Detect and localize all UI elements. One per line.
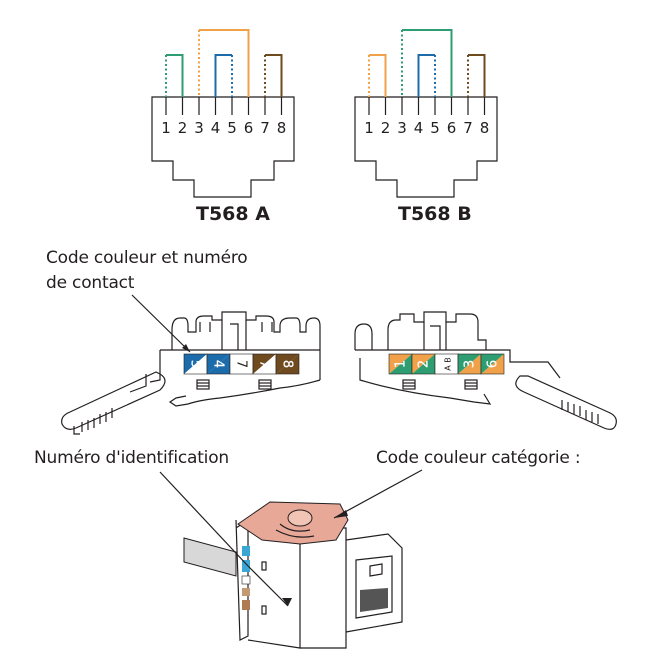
pin-number: 6 (244, 119, 254, 137)
contact-number: 5 (188, 360, 203, 368)
t568b-title: T568 B (398, 203, 472, 225)
contact-code-tile: 7 (229, 353, 254, 375)
contact-code-tile: 3 (457, 353, 482, 375)
pin-number: 2 (381, 119, 391, 137)
jack-outline (354, 96, 498, 198)
t568a-title: T568 A (196, 203, 270, 225)
pin-number: 2 (178, 119, 188, 137)
wire-pair-solid (166, 54, 184, 97)
contact-code-tile: 2 (411, 353, 436, 375)
identification-number-label: Numéro d'identification (34, 448, 229, 468)
contact-code-tile: A B (434, 353, 459, 375)
contact-code-label-line2: de contact (46, 273, 135, 293)
pin-number: 5 (227, 119, 237, 137)
pin-number: 8 (480, 119, 490, 137)
contact-number: 4 (211, 360, 226, 368)
pin-number: 5 (430, 119, 440, 137)
pin-number: 3 (397, 119, 407, 137)
wire-pair-solid (199, 29, 250, 97)
pin-number: 1 (364, 119, 374, 137)
contact-code-tile: 5 (183, 353, 208, 375)
pin-number: 6 (447, 119, 457, 137)
wire-pair-solid (369, 54, 387, 97)
pin-number: 7 (463, 119, 473, 137)
contact-number: A B (444, 357, 453, 371)
pin-number: 8 (277, 119, 287, 137)
contact-code-tile: 1 (388, 353, 413, 375)
wire-pair-solid (417, 54, 435, 97)
contact-number: 3 (463, 360, 478, 368)
pin-number: 7 (260, 119, 270, 137)
contact-number: 8 (280, 360, 295, 368)
contact-code-label-line1: Code couleur et numéro (46, 248, 248, 268)
pin-number: 4 (414, 119, 424, 137)
wire-pair-solid (265, 54, 283, 97)
jack-outline (151, 96, 295, 198)
pin-number: 1 (161, 119, 171, 137)
keystone-jack (159, 469, 423, 649)
contact-number: 7 (234, 360, 249, 368)
wire-pair-solid (214, 54, 232, 97)
contact-code-tile: 6 (480, 353, 505, 375)
contact-code-tile: 8 (275, 353, 300, 375)
contact-number: 2 (417, 360, 432, 368)
contact-number: 7 (257, 360, 272, 368)
pin-number: 4 (211, 119, 221, 137)
contact-code-tile: 4 (206, 353, 231, 375)
wire-pair-solid (468, 54, 486, 97)
category-color-code-label: Code couleur catégorie : (376, 448, 581, 468)
contact-code-tile: 7 (252, 353, 277, 375)
pin-number: 3 (194, 119, 204, 137)
contact-number: 6 (486, 360, 501, 368)
wire-pair-solid (402, 29, 453, 97)
contact-number: 1 (394, 360, 409, 368)
